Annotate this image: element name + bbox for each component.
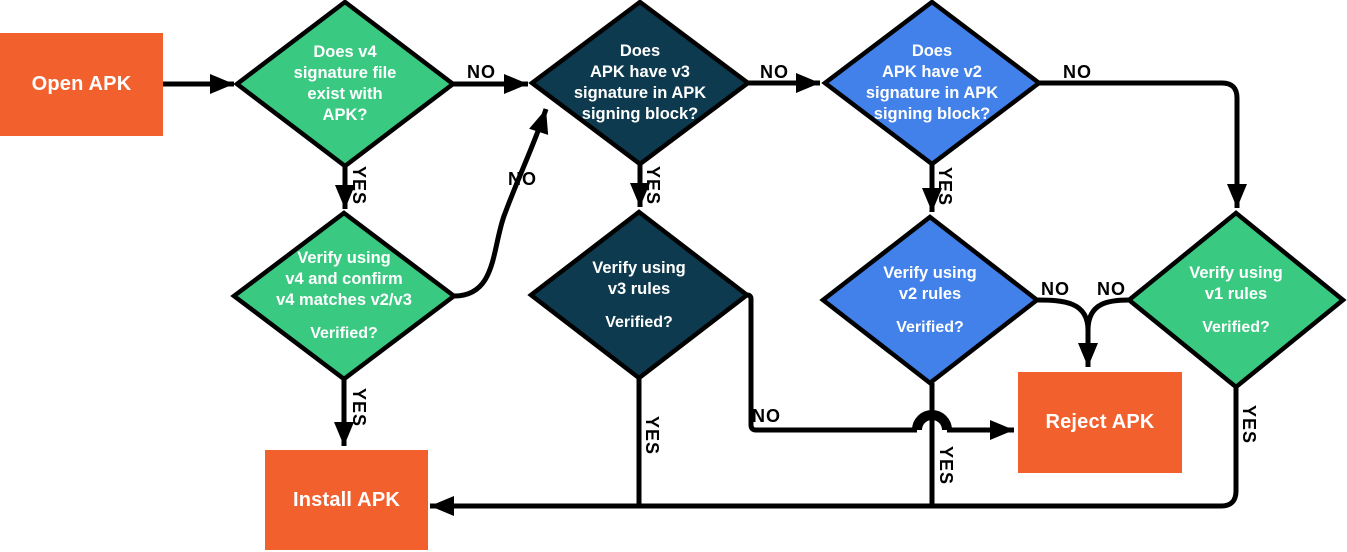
node-label-verify-v1: Verify using v1 rules Verified? <box>1136 256 1336 344</box>
node-label-verify-v3: Verify using v3 rules Verified? <box>539 251 739 339</box>
node-text-line: v1 rules <box>1204 284 1268 303</box>
node-label-verify-v2: Verify using v2 rules Verified? <box>830 256 1030 344</box>
node-shape-reject-apk <box>1018 372 1182 473</box>
edge-label-vv2-no: NO <box>1041 279 1070 299</box>
node-text-line: APK have v3 <box>590 63 690 81</box>
edge-label-vv2-yes: YES <box>936 446 956 486</box>
node-shape-verify-v3 <box>527 209 751 381</box>
node-text-line: v4 matches v2/v3 <box>276 291 412 309</box>
edge-label-vv1-yes: YES <box>1239 405 1259 445</box>
edge-vv4-no <box>453 108 549 299</box>
node-shape-open-apk <box>0 33 163 136</box>
node-text-line: Install APK <box>292 488 401 511</box>
node-text-line: signing block? <box>581 105 699 123</box>
edge-label-qv4-no: NO <box>467 62 496 82</box>
edge-label-vv3-no: NO <box>752 406 781 426</box>
node-text-verified: Verified? <box>1202 318 1270 336</box>
node-shape-q-v2 <box>821 0 1043 167</box>
node-shape-q-v4 <box>233 0 457 169</box>
edge-label-vv4-no: NO <box>508 169 537 189</box>
node-text-line: v2 rules <box>898 284 962 303</box>
node-text-line: Open APK <box>31 73 132 95</box>
edge-qv2-no <box>1039 80 1247 208</box>
edge-label-qv3-no: NO <box>760 62 789 82</box>
node-text-line: Does <box>911 42 953 60</box>
node-text-verified: Verified? <box>896 318 964 336</box>
node-text-line: signature in APK <box>865 84 999 102</box>
edge-label-vv4-yes: YES <box>349 388 369 428</box>
node-label-q-v4: Does v4 signature file exist with APK? <box>245 28 445 140</box>
edge-label-qv4-yes: YES <box>349 166 369 206</box>
edge-label-vv3-yes: YES <box>642 416 662 456</box>
node-label-reject-apk: Reject APK <box>1018 372 1182 473</box>
node-shape-install-apk <box>265 450 428 550</box>
node-text-line: Does v4 <box>313 43 377 61</box>
node-text-line: Verify using <box>1189 263 1283 282</box>
node-text-line: Verify using <box>883 263 977 282</box>
node-label-q-v3: Does APK have v3 signature in APK signin… <box>540 27 740 139</box>
edge-label-qv2-yes: YES <box>935 167 955 207</box>
edge-label-qv2-no: NO <box>1063 62 1092 82</box>
node-text-line: Verify using <box>592 258 686 277</box>
node-text-line: Reject APK <box>1045 411 1155 433</box>
node-text-line: Does <box>619 42 661 60</box>
node-text-line: APK? <box>322 106 368 124</box>
node-text-line: APK have v2 <box>882 63 982 81</box>
edges-layer <box>163 73 1247 516</box>
node-text-line: signature in APK <box>573 84 707 102</box>
edge-vv2-no <box>1036 297 1098 367</box>
edge-label-qv3-yes: YES <box>643 166 663 206</box>
node-label-open-apk: Open APK <box>0 33 163 136</box>
node-label-install-apk: Install APK <box>265 450 428 550</box>
node-text-verified: Verified? <box>605 313 673 331</box>
node-shape-verify-v2 <box>819 214 1041 386</box>
node-text-line: v4 and confirm <box>285 270 403 288</box>
edge-label-vv1-no: NO <box>1097 279 1126 299</box>
edge-vv1-yes-to-install <box>430 387 1239 516</box>
edge-vv3-no-line-hop <box>912 410 952 431</box>
node-shape-q-v3 <box>528 0 752 167</box>
node-text-verified: Verified? <box>310 325 378 342</box>
node-text-line: exist with <box>307 85 383 103</box>
node-text-line: Verify using <box>297 249 391 267</box>
node-text-line: signature file <box>293 64 397 82</box>
node-label-verify-v4: Verify using v4 and confirm v4 matches v… <box>244 248 444 344</box>
edge-vv1-no <box>1085 297 1130 331</box>
node-text-line: signing block? <box>873 105 991 123</box>
node-shape-verify-v4 <box>230 210 458 382</box>
node-shape-verify-v1 <box>1125 210 1347 390</box>
node-text-line: v3 rules <box>607 279 671 298</box>
node-label-q-v2: Does APK have v2 signature in APK signin… <box>832 27 1032 139</box>
